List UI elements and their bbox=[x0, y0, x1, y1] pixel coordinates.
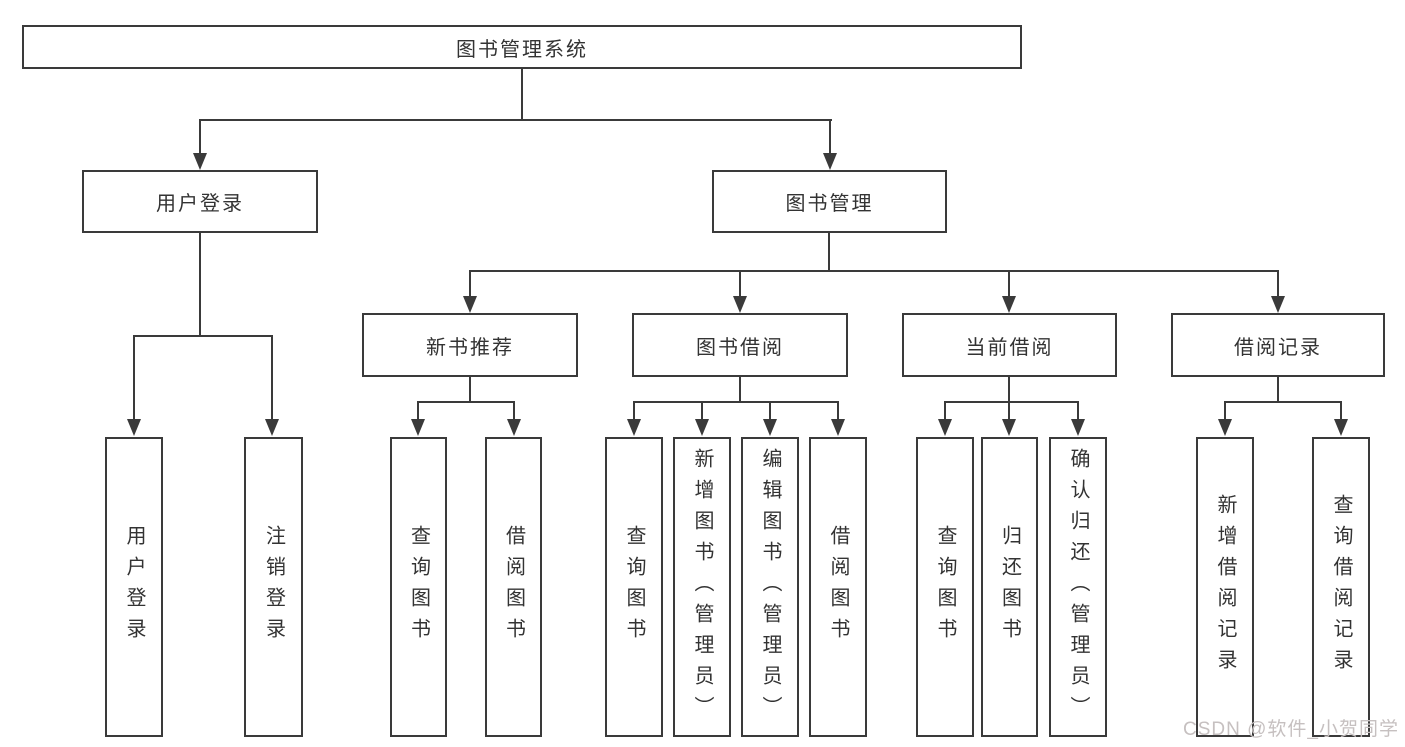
node-cb-return-book: 归还图书 bbox=[981, 437, 1038, 737]
connector-bookmgmt-vertical bbox=[828, 233, 830, 272]
node-book-mgmt: 图书管理 bbox=[712, 170, 947, 233]
connector-stub-nbr-borrow bbox=[513, 401, 515, 419]
connector-stub-cb-confirm bbox=[1077, 401, 1079, 419]
connector-stub-book-borrow bbox=[739, 270, 741, 297]
connector-stub-current-borrow bbox=[1008, 270, 1010, 297]
arrow-down-icon-current-borrow bbox=[1002, 296, 1016, 313]
arrow-down-icon-user-login bbox=[193, 153, 207, 170]
arrow-down-icon-bb-borrow bbox=[831, 419, 845, 436]
node-nbr-query-book: 查询图书 bbox=[390, 437, 447, 737]
connector-stub-book-mgmt bbox=[829, 119, 831, 154]
connector-userlogin-vertical bbox=[199, 233, 201, 337]
arrow-down-icon-ul-login bbox=[127, 419, 141, 436]
node-new-book-rec: 新书推荐 bbox=[362, 313, 578, 377]
arrow-down-icon-br-query bbox=[1334, 419, 1348, 436]
node-br-add-record: 新增借阅记录 bbox=[1196, 437, 1254, 737]
connector-stub-ul-logout bbox=[271, 335, 273, 419]
arrow-down-icon-borrow-record bbox=[1271, 296, 1285, 313]
connector-stub-user-login bbox=[199, 119, 201, 154]
connector-stub-new-book-rec bbox=[469, 270, 471, 297]
connector-nbr-horizontal bbox=[417, 401, 515, 403]
connector-stub-br-add bbox=[1224, 401, 1226, 419]
node-cb-query-book: 查询图书 bbox=[916, 437, 974, 737]
node-nbr-borrow-book: 借阅图书 bbox=[485, 437, 542, 737]
arrow-down-icon-book-borrow bbox=[733, 296, 747, 313]
connector-stub-bb-borrow bbox=[837, 401, 839, 419]
node-bb-borrow-book: 借阅图书 bbox=[809, 437, 867, 737]
connector-br-vertical bbox=[1277, 377, 1279, 403]
arrow-down-icon-bb-edit bbox=[763, 419, 777, 436]
node-br-query-record: 查询借阅记录 bbox=[1312, 437, 1370, 737]
connector-stub-cb-query bbox=[944, 401, 946, 419]
connector-stub-bb-query bbox=[633, 401, 635, 419]
connector-cb-horizontal bbox=[944, 401, 1079, 403]
connector-cb-vertical bbox=[1008, 377, 1010, 403]
arrow-down-icon-book-mgmt bbox=[823, 153, 837, 170]
arrow-down-icon-cb-return bbox=[1002, 419, 1016, 436]
connector-root-vertical bbox=[521, 69, 523, 120]
connector-bb-horizontal bbox=[633, 401, 839, 403]
connector-stub-bb-edit bbox=[769, 401, 771, 419]
arrow-down-icon-bb-query bbox=[627, 419, 641, 436]
arrow-down-icon-br-add bbox=[1218, 419, 1232, 436]
arrow-down-icon-cb-query bbox=[938, 419, 952, 436]
connector-stub-ul-login bbox=[133, 335, 135, 419]
connector-stub-borrow-record bbox=[1277, 270, 1279, 297]
arrow-down-icon-bb-add bbox=[695, 419, 709, 436]
connector-bb-vertical bbox=[739, 377, 741, 403]
node-user-login: 用户登录 bbox=[82, 170, 318, 233]
node-bb-edit-book-admin: 编辑图书（管理员） bbox=[741, 437, 799, 737]
node-root-title: 图书管理系统 bbox=[22, 25, 1022, 69]
connector-stub-cb-return bbox=[1008, 401, 1010, 419]
node-book-borrow: 图书借阅 bbox=[632, 313, 848, 377]
node-ul-logout: 注销登录 bbox=[244, 437, 303, 737]
connector-stub-bb-add bbox=[701, 401, 703, 419]
arrow-down-icon-cb-confirm bbox=[1071, 419, 1085, 436]
node-borrow-record: 借阅记录 bbox=[1171, 313, 1385, 377]
arrow-down-icon-new-book-rec bbox=[463, 296, 477, 313]
node-bb-add-book-admin: 新增图书（管理员） bbox=[673, 437, 731, 737]
node-ul-login: 用户登录 bbox=[105, 437, 163, 737]
arrow-down-icon-nbr-query bbox=[411, 419, 425, 436]
connector-bookmgmt-horizontal bbox=[469, 270, 1279, 272]
node-current-borrow: 当前借阅 bbox=[902, 313, 1117, 377]
node-bb-query-book: 查询图书 bbox=[605, 437, 663, 737]
arrow-down-icon-ul-logout bbox=[265, 419, 279, 436]
node-cb-confirm-return-admin: 确认归还（管理员） bbox=[1049, 437, 1107, 737]
connector-br-horizontal bbox=[1224, 401, 1342, 403]
connector-stub-br-query bbox=[1340, 401, 1342, 419]
arrow-down-icon-nbr-borrow bbox=[507, 419, 521, 436]
connector-userlogin-horizontal bbox=[133, 335, 273, 337]
csdn-watermark: CSDN @软件_小贺同学 bbox=[1183, 719, 1399, 740]
connector-stub-nbr-query bbox=[417, 401, 419, 419]
connector-root-horizontal bbox=[199, 119, 832, 121]
connector-nbr-vertical bbox=[469, 377, 471, 403]
